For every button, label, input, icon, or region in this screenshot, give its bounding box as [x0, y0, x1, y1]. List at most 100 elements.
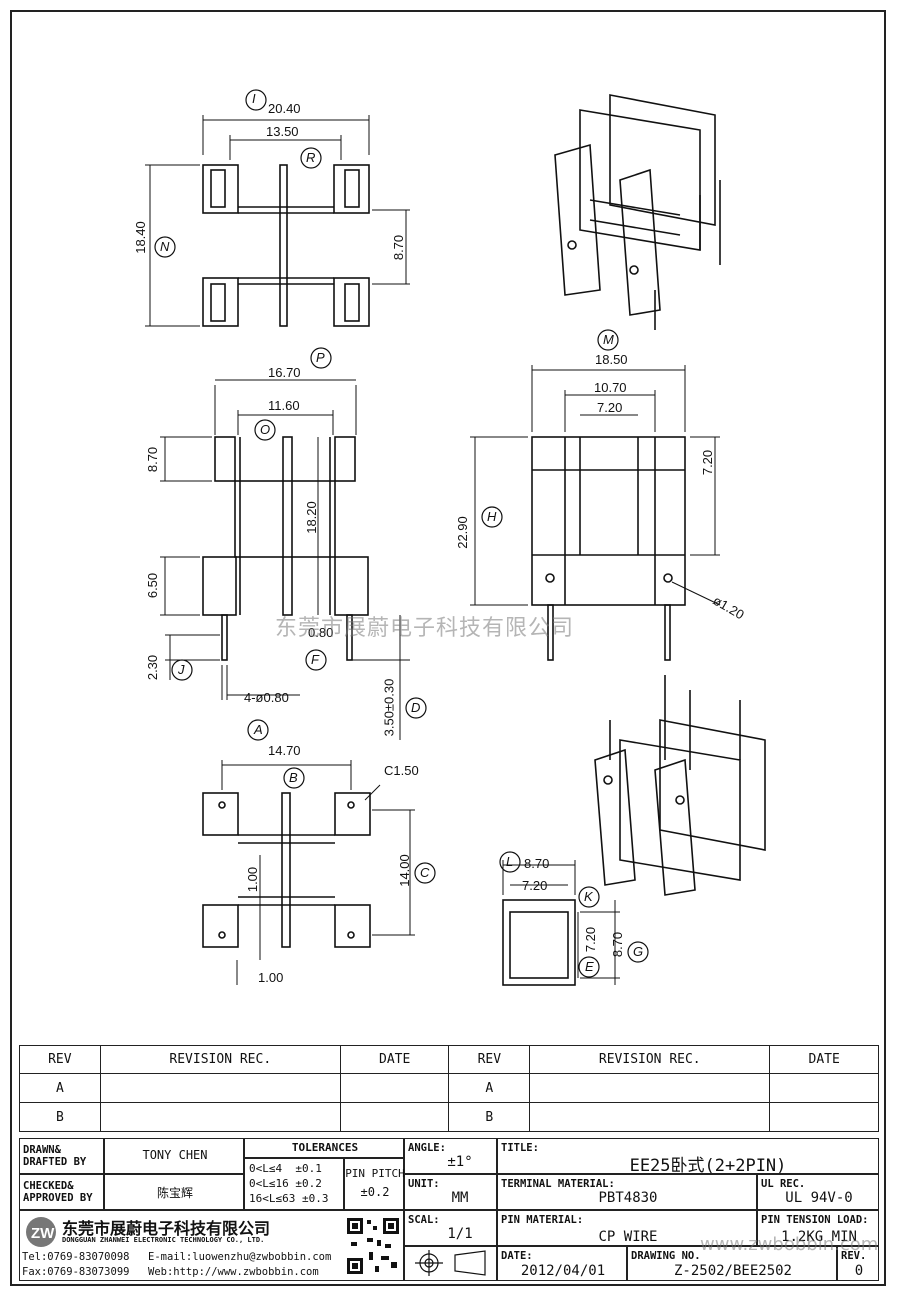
date-header-2: DATE [769, 1045, 879, 1074]
dim-left-65: 6.50 [145, 572, 161, 599]
dim-d-value: 3.50±0.30 [381, 678, 397, 737]
bottom-view [202, 760, 415, 985]
dim-e-label: E [585, 959, 594, 974]
rev-cell: B [448, 1102, 531, 1132]
terminal-material-value: PBT4830 [598, 1190, 658, 1206]
watermark: 东莞市展蔚电子科技有限公司 [275, 616, 575, 641]
rev-header: REV [19, 1045, 101, 1074]
date-header: DATE [339, 1045, 450, 1074]
dim-mid-182: 18.20 [303, 501, 319, 534]
dim-e-value: 7.20 [583, 926, 599, 953]
pin-tension-value: 1.2KG MIN [781, 1229, 857, 1245]
dim-o-value: 11.60 [268, 398, 300, 413]
watermark-url: www.zwbobbin.com [700, 1234, 879, 1255]
title-block: DRAWN& DRAFTED BY TONY CHEN CHECKED& APP… [19, 1138, 879, 1281]
rev-cell: B [19, 1102, 101, 1132]
unit-value: MM [451, 1190, 469, 1206]
pin-material-value: CP WIRE [598, 1229, 658, 1245]
angle-value: ±1° [447, 1154, 473, 1170]
side-view [470, 365, 721, 661]
dim-i-value: 20.40 [268, 101, 301, 116]
dim-b-100b: 1.00 [258, 970, 284, 985]
pin-tension-label: PIN TENSION LOAD: [761, 1214, 869, 1226]
rev-header-2: REV [448, 1045, 531, 1074]
dim-n-label: N [160, 239, 170, 254]
dim-g-label: G [633, 944, 644, 959]
rev-cell: A [19, 1073, 101, 1103]
dim-left-87: 8.70 [145, 446, 161, 473]
revision-rec-header-2: REVISION REC. [529, 1045, 771, 1074]
dim-j-label: J [178, 662, 185, 677]
dim-c-value: 14.00 [396, 854, 412, 887]
dim-r-label: R [306, 150, 316, 165]
company-fax: Fax:0769-83073099 [22, 1266, 130, 1278]
dim-a-label: A [254, 722, 263, 737]
checked-label: CHECKED& APPROVED BY [23, 1180, 93, 1204]
technical-drawing [145, 89, 766, 986]
dim-chamfer: C1.50 [384, 763, 419, 778]
table-row: A A [19, 1073, 879, 1103]
pin-material-label: PIN MATERIAL: [501, 1214, 584, 1226]
drawn-label: DRAWN& DRAFTED BY [23, 1144, 87, 1168]
dim-j-value: 2.30 [145, 654, 161, 681]
revision-cell [529, 1073, 771, 1103]
dim-m-value: 18.50 [595, 352, 628, 367]
drawing-sheet [10, 10, 886, 1286]
svg-text:ZW: ZW [31, 1225, 55, 1242]
dim-d-label: D [411, 700, 421, 715]
tol-row-2: 0<L≤16 ±0.2 [249, 1177, 322, 1190]
drawn-value: TONY CHEN [142, 1148, 208, 1162]
dim-f-label: F [311, 652, 319, 667]
dim-m-label: M [603, 332, 614, 347]
dim-pin: 4-ø0.80 [244, 690, 289, 705]
dim-b-label: B [289, 770, 298, 785]
company-logo-icon: ZW [26, 1217, 56, 1247]
front-view [160, 379, 410, 740]
revision-cell [99, 1073, 341, 1103]
dim-p-value: 16.70 [268, 365, 301, 380]
pin-pitch-value: ±0.2 [360, 1185, 390, 1199]
drawing-no-label: DRAWING NO. [631, 1250, 701, 1262]
scale-label: SCAL: [408, 1214, 440, 1226]
revision-cell [99, 1102, 341, 1132]
company-name-en: DONGGUAN ZHANWEI ELECTRONIC TECHNOLOGY C… [62, 1236, 265, 1244]
checked-value: 陈宝辉 [156, 1186, 193, 1200]
dim-hole: ø1.20 [710, 592, 747, 623]
terminal-material-label: TERMINAL MATERIAL: [501, 1178, 615, 1190]
date-cell [339, 1073, 450, 1103]
iso-view-top [554, 94, 721, 330]
rev-cell: A [448, 1073, 531, 1103]
dim-i-label: I [252, 91, 256, 106]
ul-label: UL REC. [761, 1178, 806, 1190]
dim-c-label: C [420, 865, 430, 880]
dim-k-label: K [584, 889, 593, 904]
date-cell [339, 1102, 450, 1132]
company-block: ZW 东莞市展蔚电子科技有限公司 DONGGUAN ZHANWEI ELECTR… [19, 1210, 404, 1281]
drawing-no-value: Z-2502/BEE2502 [673, 1263, 792, 1279]
iso-view-bottom [594, 675, 766, 896]
top-view [145, 115, 410, 327]
unit-label: UNIT: [408, 1178, 440, 1190]
dim-r-value: 8.70 [391, 234, 407, 261]
dim-h-value: 22.90 [454, 516, 470, 549]
dim-m-in1: 10.70 [594, 380, 627, 395]
projection-symbol [404, 1246, 497, 1281]
circled-labels [154, 89, 649, 978]
company-email: E-mail:luowenzhu@zwbobbin.com [148, 1251, 332, 1263]
rev-label: REV. [841, 1250, 867, 1262]
dim-b-100: 1.00 [245, 866, 261, 893]
revision-cell [529, 1102, 771, 1132]
dim-h-right: 7.20 [700, 449, 716, 476]
title-value: EE25卧式(2+2PIN) [629, 1156, 787, 1176]
revision-table: REV REVISION REC. DATE REV REVISION REC.… [19, 1045, 879, 1132]
rev-value: 0 [854, 1263, 864, 1279]
dim-m-in2: 7.20 [597, 400, 623, 415]
dim-sq-w: 7.20 [522, 878, 548, 893]
company-tel: Tel:0769-83070098 [22, 1251, 130, 1263]
table-row: B B [19, 1102, 879, 1132]
scale-value: 1/1 [447, 1226, 473, 1242]
dim-h-label: H [487, 509, 497, 524]
tolerances-label: TOLERANCES [291, 1141, 359, 1154]
date-cell [769, 1102, 879, 1132]
date-cell [769, 1073, 879, 1103]
